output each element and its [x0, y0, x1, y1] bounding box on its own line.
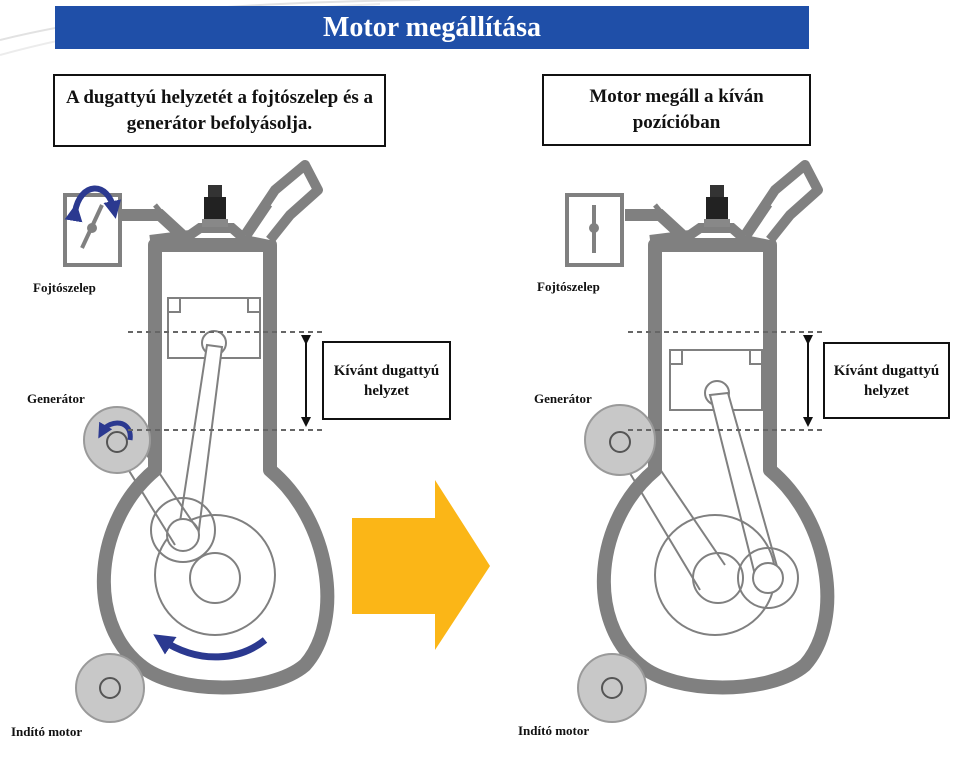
desired-position-box-left: Kívánt dugattyú helyzet: [322, 341, 451, 420]
label-throttle-right: Fojtószelep: [537, 279, 600, 294]
desired-position-box-right: Kívánt dugattyú helyzet: [823, 342, 950, 419]
generator-pulley-right: [584, 404, 656, 476]
callout-right: Motor megáll a kíván pozícióban: [542, 74, 811, 146]
spark-plug-left: [202, 185, 228, 227]
spark-plug-right: [704, 185, 730, 227]
transition-arrow: [352, 480, 490, 650]
page-title: Motor megállítása: [55, 6, 809, 49]
rotation-arrow-crank: [153, 634, 268, 661]
callout-left: A dugattyú helyzetét a fojtószelep és a …: [53, 74, 386, 147]
generator-pulley-left: [83, 406, 151, 474]
label-starter-right: Indító motor: [518, 723, 590, 738]
label-starter-left: Indító motor: [11, 724, 83, 739]
rotation-arrow-generator: [98, 420, 133, 441]
label-generator-left: Generátor: [27, 391, 85, 406]
engine-left: [63, 160, 335, 723]
rotation-arrow-throttle: [64, 185, 122, 223]
throttle-valve-right: [565, 193, 624, 267]
starter-motor-left: [75, 653, 145, 723]
label-generator-right: Generátor: [534, 391, 592, 406]
label-throttle-left: Fojtószelep: [33, 280, 96, 295]
starter-motor-right: [577, 653, 647, 723]
engine-right: [565, 160, 835, 723]
engine-body-left: [96, 238, 335, 695]
